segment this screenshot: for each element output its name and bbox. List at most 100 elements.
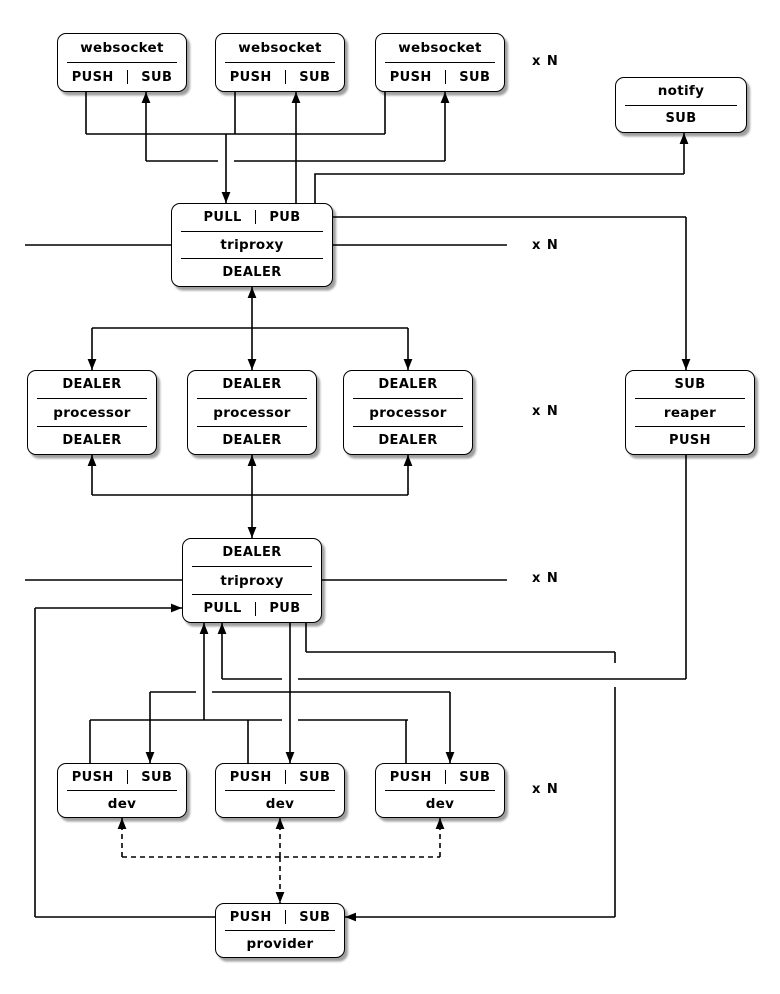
socket-label-dealer-top: DEALER bbox=[222, 377, 282, 392]
socket-row: PUSH SUB bbox=[376, 63, 504, 91]
node-divider bbox=[181, 258, 323, 260]
node-processor-1: DEALER processor DEALER bbox=[27, 370, 157, 455]
socket-label-push: PUSH bbox=[229, 909, 272, 925]
node-provider: PUSH SUB provider bbox=[215, 903, 345, 958]
socket-label-sub: SUB bbox=[299, 909, 331, 925]
socket-label-dealer-bottom: DEALER bbox=[378, 433, 438, 448]
node-processor-2: DEALER processor DEALER bbox=[187, 370, 317, 455]
replication-label-triproxy-top: x N bbox=[532, 238, 559, 253]
socket-label-push: PUSH bbox=[389, 769, 432, 785]
node-title: notify bbox=[657, 83, 705, 100]
node-title: processor bbox=[369, 404, 447, 421]
replication-label-processors: x N bbox=[532, 404, 559, 419]
socket-label-dealer-bottom: DEALER bbox=[222, 433, 282, 448]
socket-label-dealer-top: DEALER bbox=[62, 377, 122, 392]
socket-row: PULL PUB bbox=[183, 595, 321, 622]
replication-label-devs: x N bbox=[532, 782, 559, 797]
node-divider bbox=[197, 426, 307, 427]
replication-label-websockets: x N bbox=[532, 54, 559, 69]
node-divider bbox=[353, 398, 463, 399]
node-title: reaper bbox=[663, 404, 717, 421]
socket-label-push: PUSH bbox=[71, 769, 114, 785]
socket-label-sub: SUB bbox=[674, 377, 706, 392]
socket-label-sub: SUB bbox=[459, 69, 491, 85]
node-dev-1: PUSH SUB dev bbox=[57, 763, 187, 818]
node-divider bbox=[225, 62, 335, 63]
socket-row: PUSH SUB bbox=[216, 764, 344, 790]
node-websocket-2: websocket PUSH SUB bbox=[215, 33, 345, 92]
socket-separator bbox=[284, 770, 287, 784]
socket-row: PULL PUB bbox=[172, 204, 332, 231]
node-title: websocket bbox=[398, 40, 482, 56]
socket-label-sub: SUB bbox=[141, 69, 173, 85]
node-title: websocket bbox=[80, 40, 164, 56]
socket-label-sub: SUB bbox=[665, 111, 697, 127]
node-divider bbox=[181, 230, 323, 232]
node-divider bbox=[67, 62, 177, 63]
node-divider bbox=[385, 790, 495, 791]
node-divider bbox=[192, 594, 312, 595]
socket-label-push: PUSH bbox=[669, 433, 711, 448]
socket-label-pub: PUB bbox=[269, 601, 301, 616]
socket-label-pull: PULL bbox=[203, 601, 242, 616]
node-title: dev bbox=[425, 796, 455, 812]
node-websocket-1: websocket PUSH SUB bbox=[57, 33, 187, 92]
node-divider bbox=[635, 426, 745, 427]
socket-label-sub: SUB bbox=[141, 769, 173, 785]
node-divider bbox=[67, 790, 177, 791]
node-title: processor bbox=[213, 404, 291, 421]
socket-label-dealer-top: DEALER bbox=[378, 377, 438, 392]
socket-separator bbox=[444, 70, 447, 84]
socket-label-sub: SUB bbox=[459, 769, 491, 785]
socket-label-pull: PULL bbox=[203, 209, 242, 225]
node-divider bbox=[225, 790, 335, 791]
socket-label-dealer: DEALER bbox=[222, 545, 282, 560]
socket-separator bbox=[254, 601, 257, 616]
replication-label-triproxy-bottom: x N bbox=[532, 571, 559, 586]
node-triproxy-top: PULL PUB triproxy DEALER bbox=[171, 203, 333, 287]
node-title: processor bbox=[53, 404, 131, 421]
socket-separator bbox=[444, 770, 447, 784]
node-title: dev bbox=[107, 796, 137, 812]
node-title: websocket bbox=[238, 40, 322, 56]
socket-row: PUSH SUB bbox=[58, 764, 186, 790]
socket-separator bbox=[126, 70, 129, 84]
node-processor-3: DEALER processor DEALER bbox=[343, 370, 473, 455]
socket-separator bbox=[284, 70, 287, 84]
node-divider bbox=[625, 104, 737, 106]
socket-label-push: PUSH bbox=[389, 69, 432, 85]
node-title: dev bbox=[265, 796, 295, 812]
node-divider bbox=[385, 62, 495, 63]
socket-label-dealer-bottom: DEALER bbox=[62, 433, 122, 448]
socket-separator bbox=[254, 210, 257, 225]
socket-label-sub: SUB bbox=[299, 69, 331, 85]
node-triproxy-bottom: DEALER triproxy PULL PUB bbox=[182, 538, 322, 623]
node-dev-3: PUSH SUB dev bbox=[375, 763, 505, 818]
socket-row: PUSH SUB bbox=[216, 63, 344, 91]
socket-label-push: PUSH bbox=[229, 69, 272, 85]
socket-row: PUSH SUB bbox=[216, 904, 344, 930]
node-notify: notify SUB bbox=[615, 77, 747, 133]
node-divider bbox=[353, 426, 463, 427]
node-divider bbox=[37, 398, 147, 399]
socket-label-push: PUSH bbox=[71, 69, 114, 85]
node-reaper: SUB reaper PUSH bbox=[625, 370, 755, 455]
node-divider bbox=[635, 398, 745, 399]
node-divider bbox=[225, 930, 335, 931]
socket-separator bbox=[284, 910, 287, 924]
node-divider bbox=[197, 398, 307, 399]
node-dev-2: PUSH SUB dev bbox=[215, 763, 345, 818]
node-websocket-3: websocket PUSH SUB bbox=[375, 33, 505, 92]
socket-label-dealer: DEALER bbox=[222, 265, 282, 281]
socket-label-sub: SUB bbox=[299, 769, 331, 785]
node-title: provider bbox=[246, 936, 314, 952]
socket-separator bbox=[126, 770, 129, 784]
socket-label-push: PUSH bbox=[229, 769, 272, 785]
node-title: triproxy bbox=[220, 237, 284, 253]
node-divider bbox=[192, 566, 312, 567]
node-title: triproxy bbox=[220, 572, 284, 589]
socket-label-pub: PUB bbox=[269, 209, 301, 225]
node-divider bbox=[37, 426, 147, 427]
